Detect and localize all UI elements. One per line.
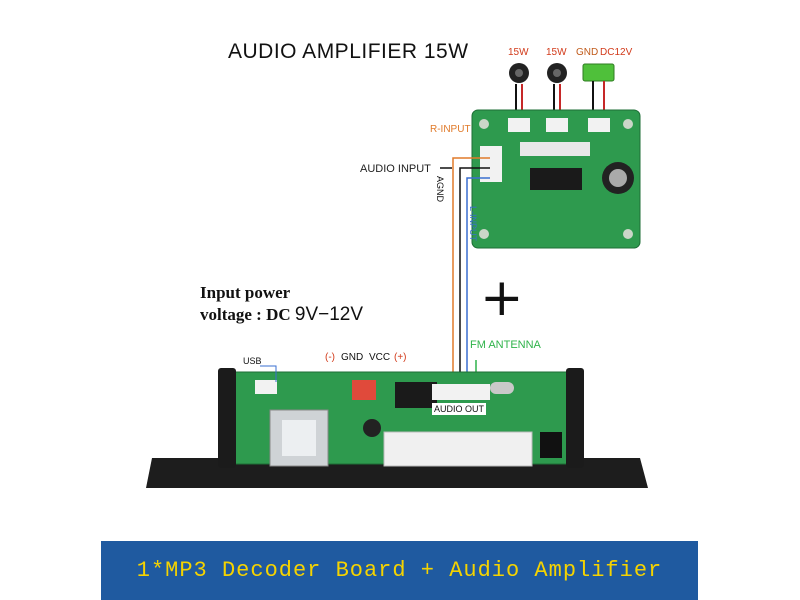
speaker-jack-right-icon xyxy=(547,63,567,83)
positive-label: (+) xyxy=(394,352,407,363)
input-power-text: Input power voltage : DC 9V−12V xyxy=(200,282,363,326)
audio-input-label: AUDIO INPUT xyxy=(360,163,431,175)
product-title: AUDIO AMPLIFIER 15W xyxy=(228,40,469,63)
fm-antenna-label: FM ANTENNA xyxy=(470,339,541,351)
plus-sign: + xyxy=(480,268,524,328)
negative-label: (-) xyxy=(325,352,335,363)
audio-out-label: AUDIO OUT xyxy=(432,403,487,415)
speaker-left-label: 15W xyxy=(508,47,529,58)
board-gnd-label: GND xyxy=(341,352,364,363)
amplifier-board xyxy=(471,109,641,249)
speaker-jack-left-icon xyxy=(509,63,529,83)
voltage-prefix: voltage : DC xyxy=(200,305,291,324)
power-connector-icon xyxy=(582,63,615,82)
dc12v-label: DC12V xyxy=(600,47,633,58)
speaker-right-label: 15W xyxy=(546,47,567,58)
input-power-line2: voltage : DC 9V−12V xyxy=(200,304,363,326)
mp3-decoder-board xyxy=(146,368,648,488)
product-banner: 1*MP3 Decoder Board + Audio Amplifier xyxy=(101,541,698,600)
usb-label: USB xyxy=(243,356,262,366)
vcc-label: VCC xyxy=(369,352,391,363)
agnd-label: AGND xyxy=(435,176,445,203)
voltage-value: 9V−12V xyxy=(294,304,364,325)
banner-text: 1*MP3 Decoder Board + Audio Amplifier xyxy=(136,558,663,583)
l-input-label: L-INPUT xyxy=(468,206,478,242)
input-power-line1: Input power xyxy=(200,283,291,302)
r-input-label: R-INPUT xyxy=(430,124,471,135)
gnd-label: GND xyxy=(576,47,599,58)
